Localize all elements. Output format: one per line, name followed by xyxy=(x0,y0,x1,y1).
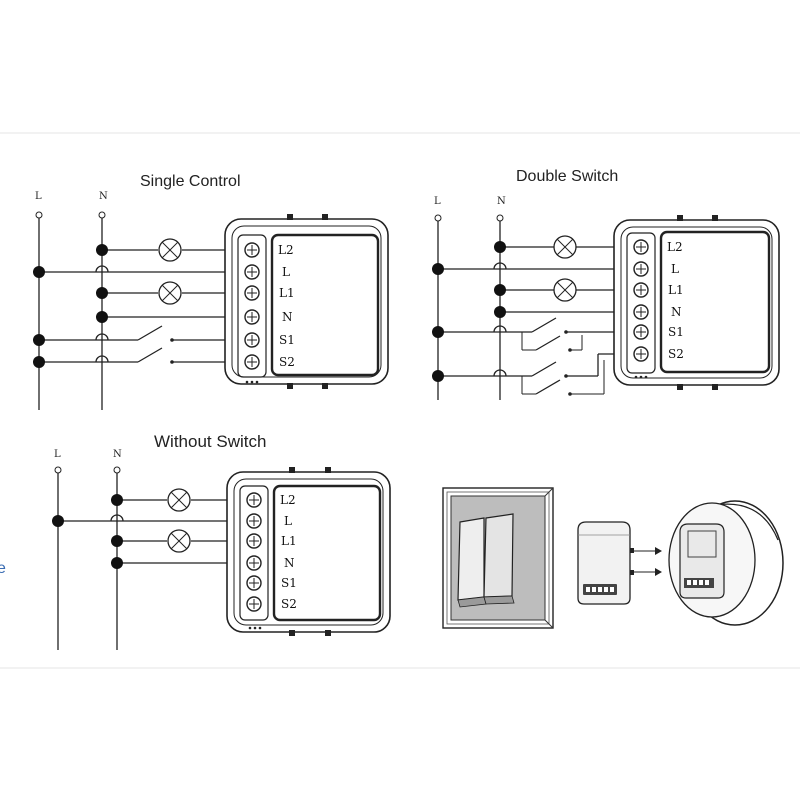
terminal-label: N xyxy=(284,556,295,570)
junction-dot-icon xyxy=(96,311,108,323)
arrow-icon xyxy=(634,568,662,576)
lamp-icon xyxy=(553,235,577,259)
relay-module-icon: L2 L L1 N S1 S2 xyxy=(226,467,391,636)
relay-module-icon: L2 L L1 N S1 S2 xyxy=(613,215,780,390)
terminal-label: S1 xyxy=(279,333,295,347)
junction-dot-icon xyxy=(494,241,506,253)
diagram-single-control: Single Control L N xyxy=(33,173,389,410)
junction-dot-icon xyxy=(494,284,506,296)
terminal-label: L1 xyxy=(668,283,684,297)
terminal-label: L2 xyxy=(278,243,294,257)
diagram-title: Without Switch xyxy=(154,432,266,451)
junction-dot-icon xyxy=(96,244,108,256)
terminal-label: L1 xyxy=(281,534,297,548)
diagram-title: Single Control xyxy=(140,173,241,190)
switch-blade xyxy=(137,325,163,341)
wall-box-icon xyxy=(668,500,784,626)
terminal-label: S1 xyxy=(668,325,684,339)
rail-label-n: N xyxy=(99,191,108,202)
terminal-label: L xyxy=(671,262,679,276)
junction-dot-icon xyxy=(432,263,444,275)
terminal-label: L xyxy=(284,514,292,528)
installation-illustration xyxy=(442,487,784,629)
diagram-title: Double Switch xyxy=(516,168,618,185)
relay-module-icon xyxy=(577,521,634,605)
junction-dot-icon xyxy=(33,334,45,346)
junction-dot-icon xyxy=(33,266,45,278)
terminal-label: S2 xyxy=(281,597,297,611)
rail-n-terminal xyxy=(98,211,106,219)
terminal-label: S1 xyxy=(281,576,297,590)
wall-switch-icon xyxy=(442,487,554,629)
switch-blade xyxy=(137,347,163,363)
junction-dot-icon xyxy=(432,370,444,382)
lamp-icon xyxy=(158,281,182,305)
junction-dot-icon xyxy=(111,535,123,547)
terminal-label: L1 xyxy=(279,286,295,300)
diagram-double-switch: Double Switch L N xyxy=(432,168,780,400)
junction-dot-icon xyxy=(111,557,123,569)
rail-label-l: L xyxy=(54,449,61,460)
rail-label-l: L xyxy=(434,196,441,207)
junction-dot-icon xyxy=(52,515,64,527)
lamp-icon xyxy=(167,488,191,512)
rail-l-terminal xyxy=(35,211,43,219)
terminal-label: S2 xyxy=(668,347,684,361)
junction-dot-icon xyxy=(33,356,45,368)
terminal-label: L2 xyxy=(280,493,296,507)
lamp-icon xyxy=(167,529,191,553)
terminal-label: L xyxy=(282,265,290,279)
junction-dot-icon xyxy=(111,494,123,506)
junction-dot-icon xyxy=(96,287,108,299)
lamp-icon xyxy=(553,278,577,302)
relay-module-icon: L2 L L1 N S1 S2 xyxy=(224,214,389,389)
terminal-label: L2 xyxy=(667,240,683,254)
edge-text-fragment: e xyxy=(0,560,6,577)
rail-label-n: N xyxy=(113,449,122,460)
rail-label-n: N xyxy=(497,196,506,207)
terminal-label: N xyxy=(282,310,293,324)
terminal-label: S2 xyxy=(279,355,295,369)
junction-dot-icon xyxy=(494,306,506,318)
terminal-label: N xyxy=(671,305,682,319)
diagram-without-switch: Without Switch L N xyxy=(52,432,391,650)
rail-label-l: L xyxy=(35,191,42,202)
junction-dot-icon xyxy=(432,326,444,338)
lamp-icon xyxy=(158,238,182,262)
arrow-icon xyxy=(634,547,662,555)
